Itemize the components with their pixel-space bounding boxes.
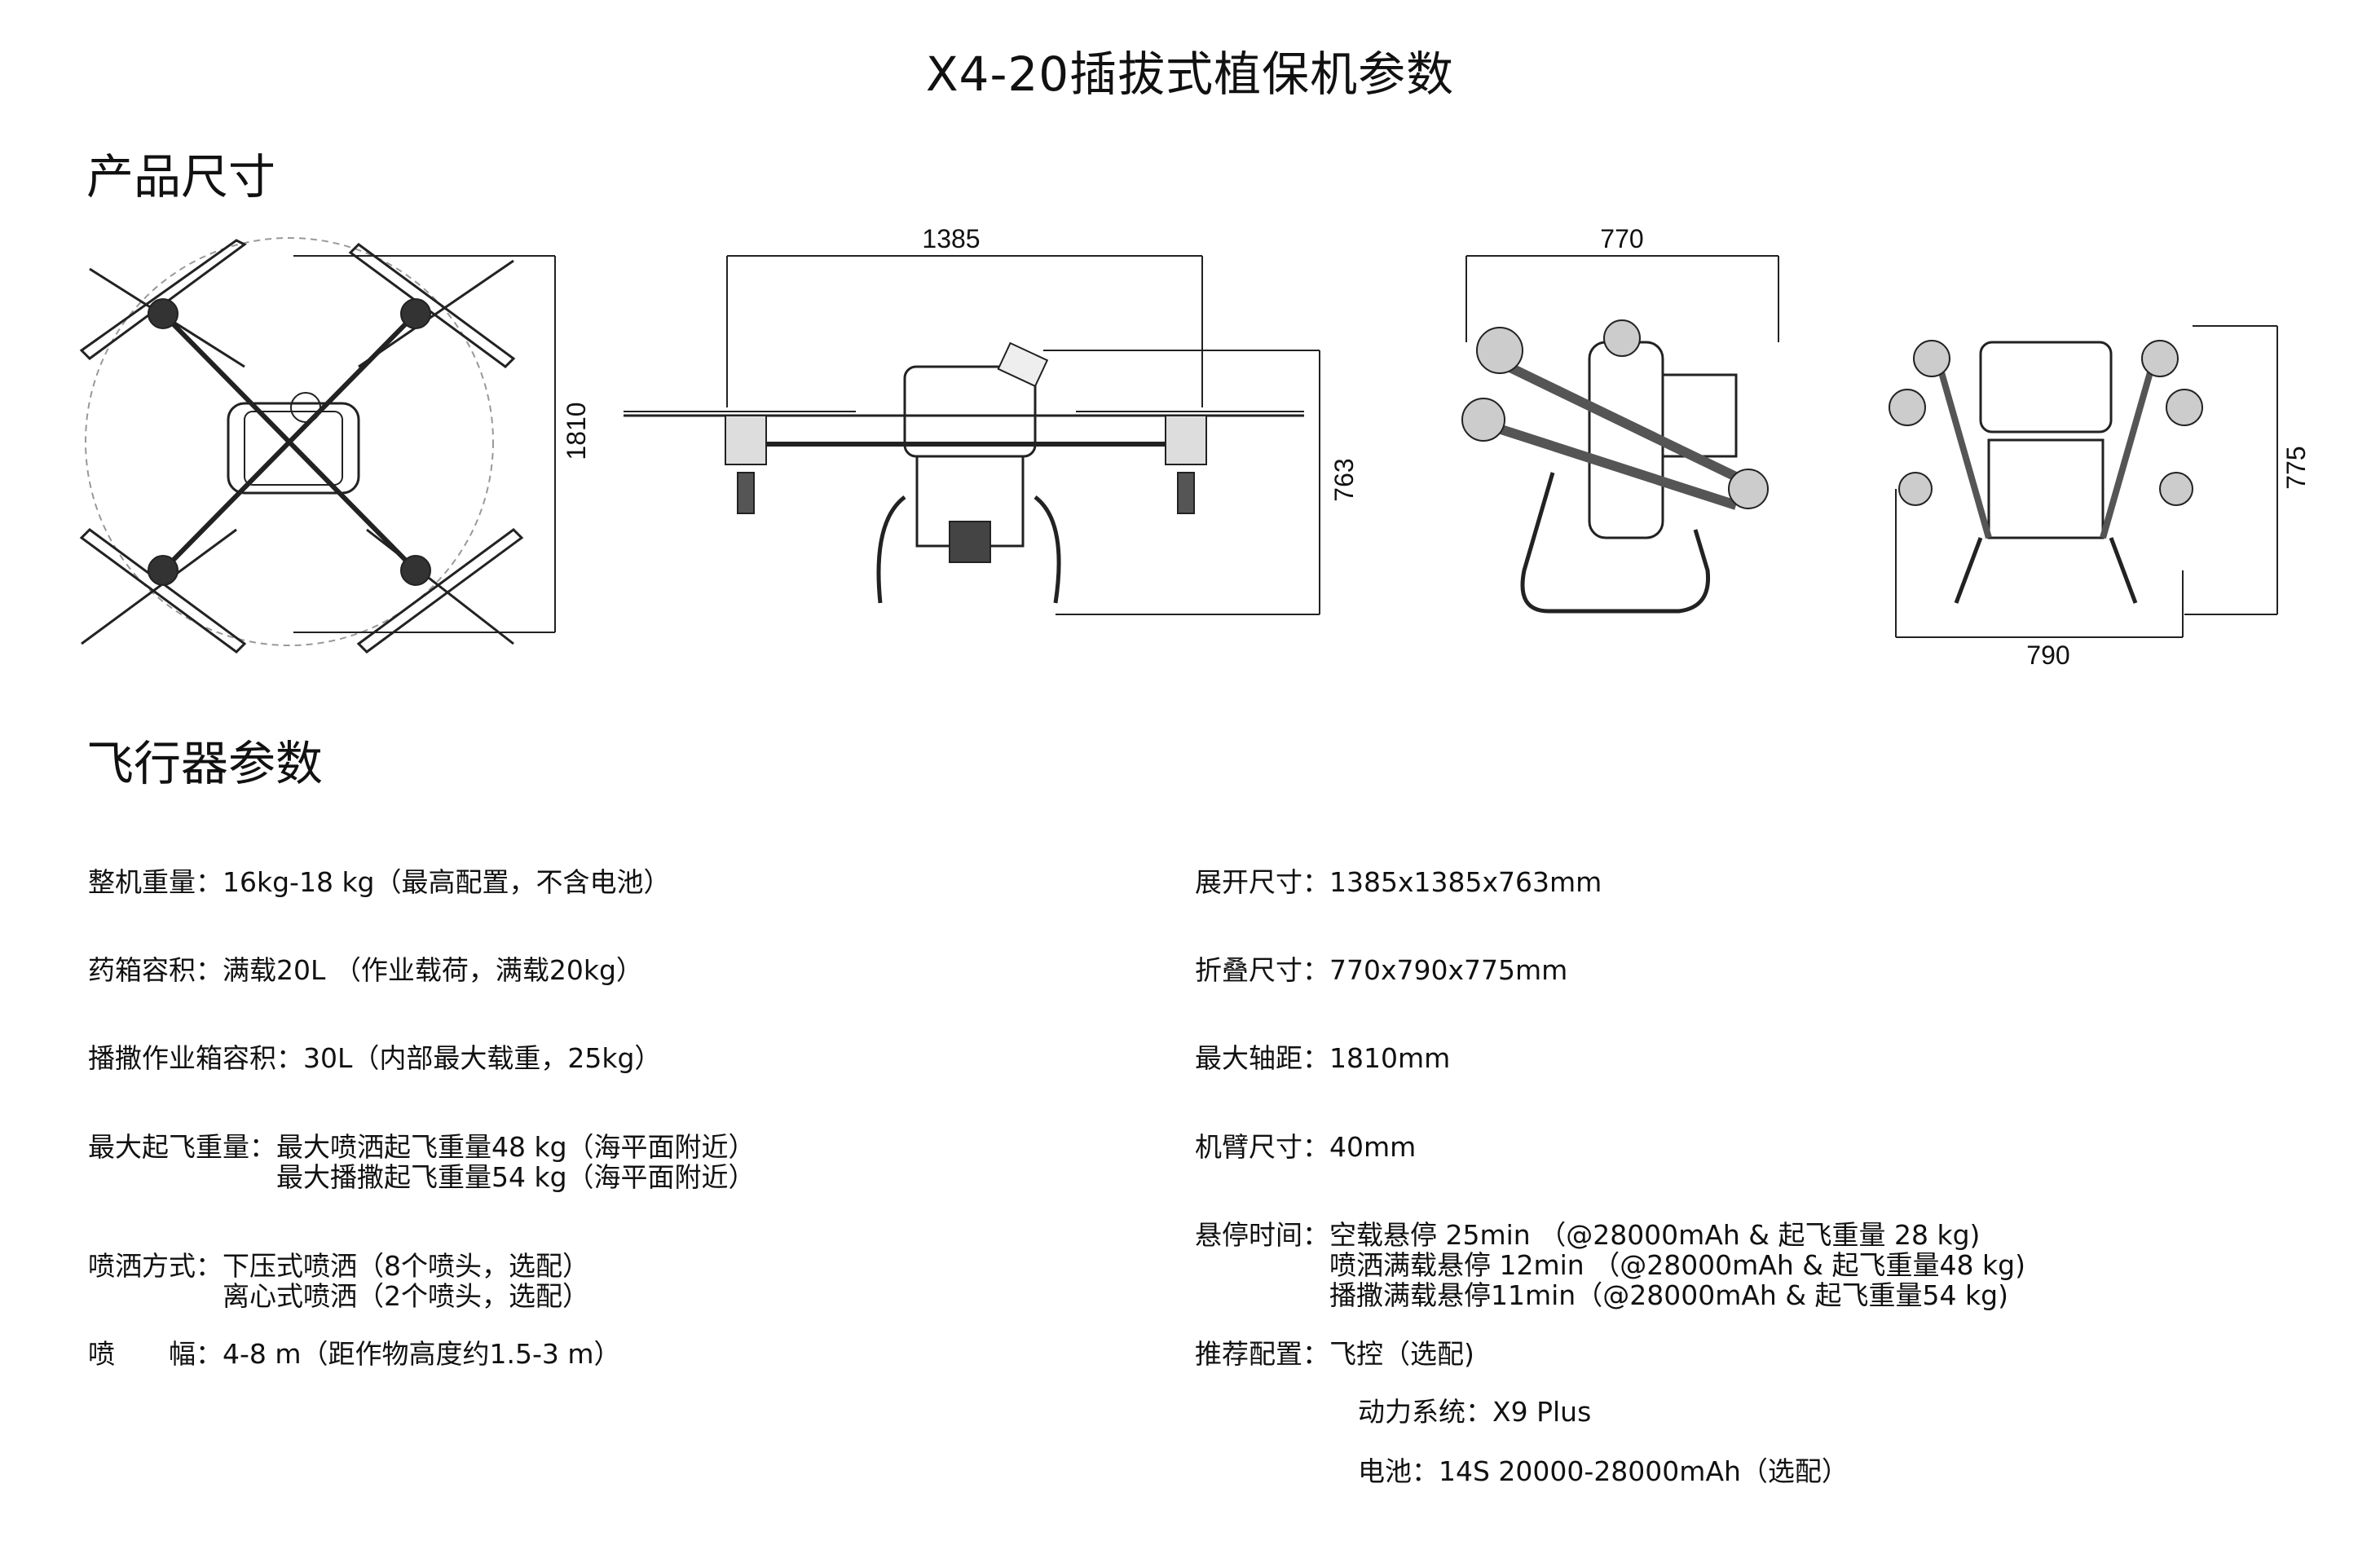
spec-value: 空载悬停 25min （@28000mAh & 起飞重量 28 kg) (1329, 1219, 1981, 1251)
spec-row-spread-box: 播撒作业箱容积：30L（内部最大载重，25kg） (88, 1043, 661, 1073)
spec-row-weight: 整机重量：16kg-18 kg（最高配置，不含电池） (88, 867, 671, 897)
spec-label: 喷 幅： (88, 1338, 223, 1370)
top-view-drawing (79, 237, 556, 654)
spec-value: 1385x1385x763mm (1329, 866, 1602, 898)
front-view-drawing (624, 255, 1320, 615)
spec-value: 40mm (1329, 1131, 1417, 1163)
spec-row-power-system: 动力系统：X9 Plus (1358, 1396, 1592, 1428)
spec-label: 播撒作业箱容积： (88, 1042, 303, 1074)
spec-row-max-takeoff: 最大起飞重量：最大喷洒起飞重量48 kg（海平面附近）最大播撒起飞重量54 kg… (88, 1132, 756, 1192)
spec-row-spray-width: 喷 幅：4-8 m（距作物高度约1.5-3 m） (88, 1339, 621, 1369)
spec-value: 最大播撒起飞重量54 kg（海平面附近） (276, 1161, 756, 1193)
spec-label: 最大起飞重量： (88, 1131, 276, 1163)
spec-row-tank: 药箱容积：满载20L （作业载荷，满载20kg） (88, 955, 643, 985)
spec-value: 喷洒满载悬停 12min （@28000mAh & 起飞重量48 kg) (1329, 1249, 2025, 1281)
spec-value: 飞控（选配) (1329, 1338, 1474, 1370)
spec-label: 最大轴距： (1195, 1042, 1329, 1074)
dimension-label-770: 770 (1600, 224, 1643, 253)
spec-row-recommended: 推荐配置：飞控（选配) (1195, 1339, 1474, 1369)
product-dimension-drawings: 1810 1385 763 770 (79, 224, 2311, 670)
dimension-label-790: 790 (2026, 640, 2069, 670)
dimension-label-1810: 1810 (562, 402, 591, 460)
spec-label: 推荐配置： (1195, 1338, 1329, 1370)
spec-row-spray-mode: 喷洒方式：下压式喷洒（8个喷头，选配）离心式喷洒（2个喷头，选配） (88, 1251, 589, 1311)
page-title: X4-20插拔式植保机参数 (925, 46, 1455, 102)
spec-value: 播撒满载悬停11min（@28000mAh & 起飞重量54 kg) (1329, 1279, 2008, 1311)
spec-row-wheelbase: 最大轴距：1810mm (1195, 1043, 1450, 1073)
spec-label: 折叠尺寸： (1195, 954, 1329, 986)
spec-value: 16kg-18 kg（最高配置，不含电池） (223, 866, 671, 898)
spec-value: 满载20L （作业载荷，满载20kg） (223, 954, 643, 986)
spec-label: 展开尺寸： (1195, 866, 1329, 898)
spec-value: 离心式喷洒（2个喷头，选配） (223, 1280, 589, 1312)
spec-value: 30L（内部最大载重，25kg） (303, 1042, 662, 1074)
spec-label: 药箱容积： (88, 954, 223, 986)
spec-value: 下压式喷洒（8个喷头，选配） (223, 1250, 589, 1282)
spec-row-hover-time: 悬停时间：空载悬停 25min （@28000mAh & 起飞重量 28 kg)… (1195, 1220, 2025, 1310)
spec-label: 整机重量： (88, 866, 223, 898)
spec-row-arm-size: 机臂尺寸：40mm (1195, 1132, 1416, 1162)
spec-label: 悬停时间： (1195, 1219, 1329, 1251)
section-heading-dimensions: 产品尺寸 (86, 149, 276, 205)
spec-value: 最大喷洒起飞重量48 kg（海平面附近） (276, 1131, 756, 1163)
section-heading-aircraft: 飞行器参数 (86, 736, 324, 791)
spec-row-battery: 电池：14S 20000-28000mAh（选配） (1358, 1455, 1849, 1487)
spec-label: 机臂尺寸： (1195, 1131, 1329, 1163)
spec-value: 770x790x775mm (1329, 954, 1568, 986)
spec-row-unfolded-size: 展开尺寸：1385x1385x763mm (1195, 867, 1602, 897)
spec-label: 喷洒方式： (88, 1250, 223, 1282)
spec-row-folded-size: 折叠尺寸：770x790x775mm (1195, 955, 1567, 985)
side-folded-view-drawing (1461, 255, 1779, 614)
dimension-label-775: 775 (2281, 446, 2311, 489)
spec-value: 1810mm (1329, 1042, 1451, 1074)
dimension-label-1385: 1385 (922, 224, 980, 253)
spec-value: 4-8 m（距作物高度约1.5-3 m） (223, 1338, 621, 1370)
dimension-label-763: 763 (1329, 458, 1359, 501)
folded-front-view-drawing (1889, 325, 2278, 638)
